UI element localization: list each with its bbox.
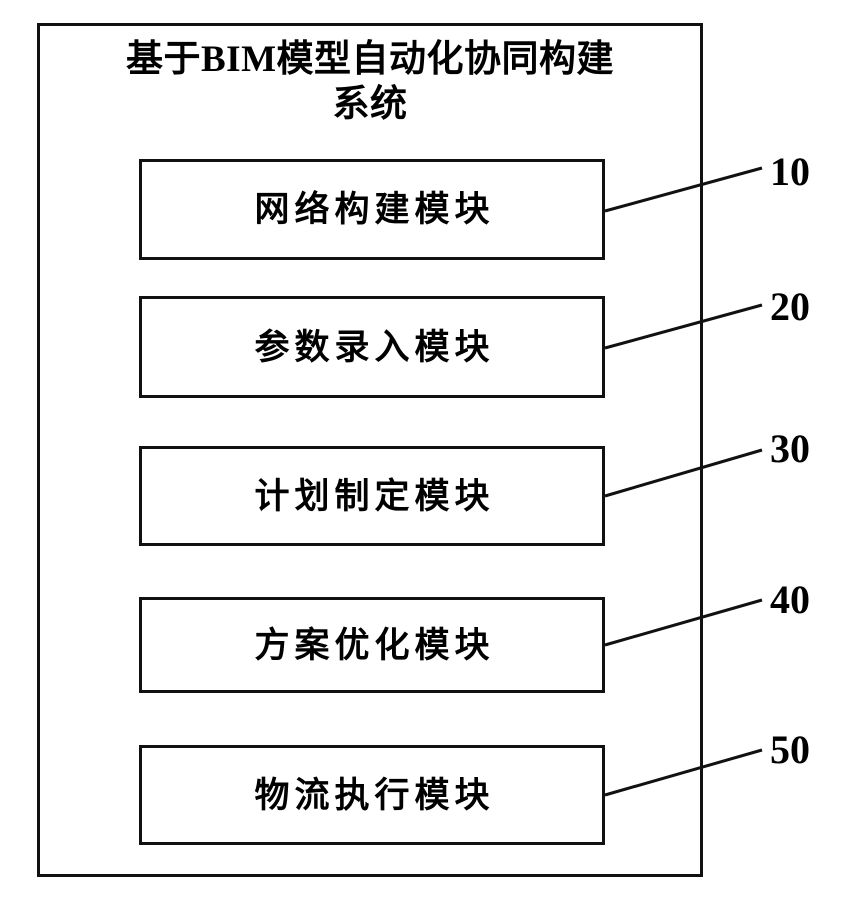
module-box-network-construction[interactable]: 网络构建模块 (139, 159, 605, 260)
module-label-plan-formulation: 计划制定模块 (254, 476, 495, 516)
module-box-scheme-optimization[interactable]: 方案优化模块 (139, 597, 605, 693)
module-label-scheme-optimization: 方案优化模块 (254, 625, 495, 665)
reference-numeral-20: 20 (770, 284, 810, 329)
reference-numeral-10: 10 (770, 149, 810, 194)
reference-numeral-30: 30 (770, 426, 810, 471)
module-label-logistics-execution: 物流执行模块 (254, 775, 495, 815)
reference-numeral-50: 50 (770, 727, 810, 772)
module-label-network-construction: 网络构建模块 (254, 190, 495, 229)
module-label-parameter-entry: 参数录入模块 (254, 327, 495, 367)
module-box-logistics-execution[interactable]: 物流执行模块 (139, 745, 605, 845)
reference-numeral-40: 40 (770, 577, 810, 622)
module-box-parameter-entry[interactable]: 参数录入模块 (139, 296, 605, 398)
module-box-plan-formulation[interactable]: 计划制定模块 (139, 446, 605, 546)
